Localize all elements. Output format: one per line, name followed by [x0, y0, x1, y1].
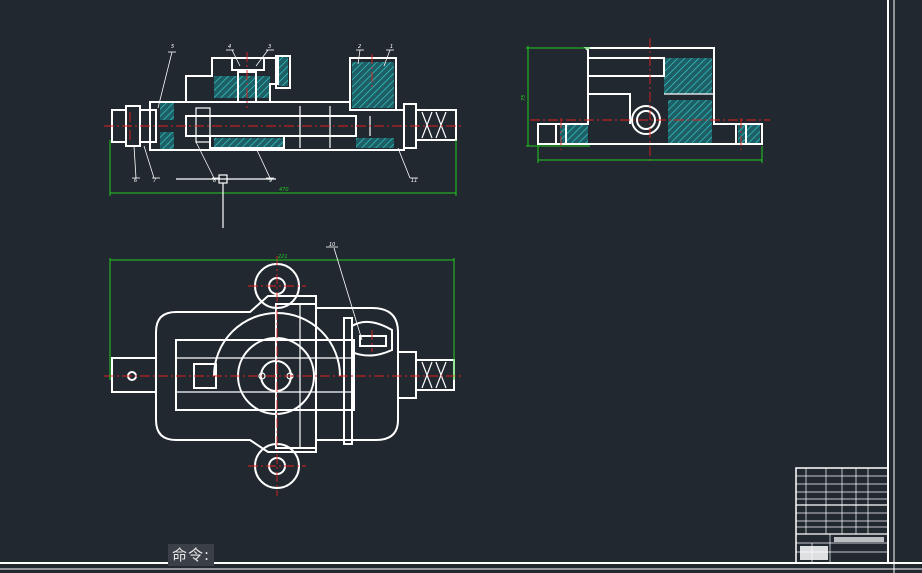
part-number-6: 6: [134, 178, 137, 184]
part-number-5: 5: [171, 44, 174, 50]
part-number-9: 9: [269, 178, 272, 184]
part-number-11: 11: [411, 178, 417, 184]
part-number-8: 8: [213, 178, 216, 184]
side-section-view[interactable]: 75: [521, 38, 770, 163]
side-height-dimension: 75: [521, 95, 527, 101]
part-number-10: 10: [329, 242, 335, 248]
front-length-dimension: 470: [279, 187, 289, 193]
top-view[interactable]: 221 10: [104, 242, 462, 496]
part-number-3: 3: [268, 44, 271, 50]
part-number-2: 2: [358, 44, 361, 50]
front-section-view[interactable]: 470 5 4 3 2 1 6 7 8 9 11: [104, 44, 462, 228]
part-number-1: 1: [390, 44, 393, 50]
part-number-4: 4: [228, 44, 231, 50]
command-prompt[interactable]: 命令:: [168, 544, 215, 566]
part-number-7: 7: [153, 178, 157, 184]
top-width-dimension: 221: [278, 254, 288, 260]
title-block[interactable]: [795, 467, 889, 564]
